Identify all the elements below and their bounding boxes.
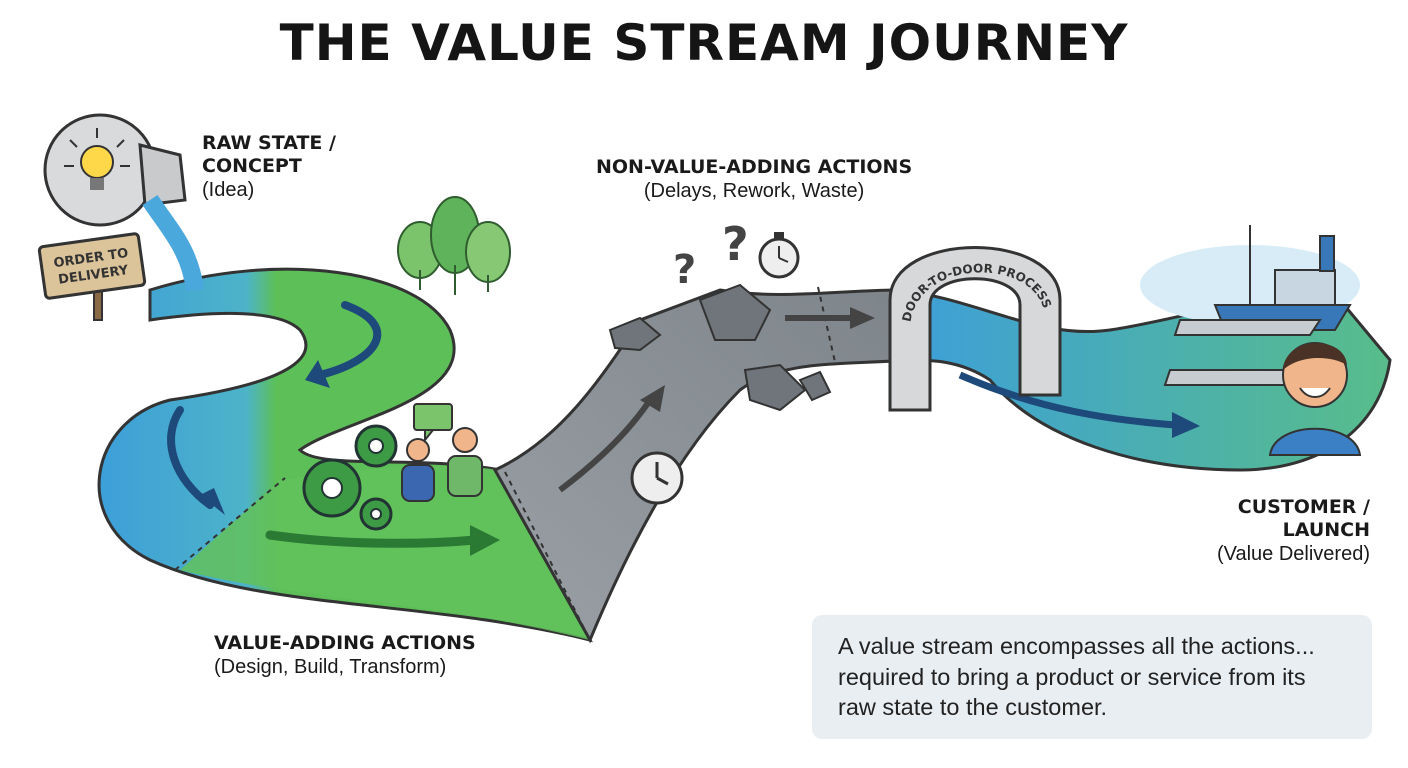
- flow-arrow-icon: [167, 301, 382, 509]
- stage-raw-heading-1: RAW STATE /: [202, 132, 336, 154]
- customer-avatar-icon: [1268, 342, 1362, 456]
- note-line-2: required to bring a product or service f…: [838, 663, 1306, 690]
- stopwatch-icon: [758, 232, 800, 279]
- stage-customer-heading-2: LAUNCH: [1282, 518, 1370, 541]
- river-green-field: [180, 465, 590, 640]
- stage-non-value-heading: NON-VALUE-ADDING ACTIONS: [596, 156, 913, 178]
- flow-arrow-icon: [200, 488, 225, 515]
- flow-arrow-icon: [305, 360, 330, 388]
- flow-arrow-icon: [558, 398, 653, 493]
- divider-3: [817, 286, 836, 363]
- stage-raw-sub: (Idea): [202, 178, 255, 201]
- stage-raw-heading-2: CONCEPT: [202, 154, 302, 177]
- clock-icon: [630, 451, 684, 505]
- stage-customer-label: CUSTOMER / LAUNCH (Value Delivered): [1160, 496, 1370, 566]
- divider-2: [504, 471, 591, 641]
- flow-arrow-icon: [265, 530, 480, 548]
- flow-arrow-icon: [640, 385, 665, 412]
- question-mark-icon: ?: [673, 247, 696, 293]
- stage-non-value-sub: (Delays, Rework, Waste): [643, 179, 865, 202]
- note-line-1: A value stream encompasses all the actio…: [838, 633, 1315, 659]
- flow-arrow-icon: [470, 525, 500, 556]
- divider-1: [174, 477, 286, 571]
- flow-arrow-icon: [850, 307, 875, 329]
- person-icon: [447, 427, 483, 497]
- flow-arrow-icon: [1172, 412, 1200, 438]
- rock-icon: [608, 283, 832, 412]
- question-mark-icon: ?: [722, 217, 749, 271]
- dock-icon: [1163, 319, 1322, 386]
- speech-bubble-icon: [413, 403, 453, 443]
- stage-value-sub: (Design, Build, Transform): [214, 655, 447, 678]
- note-line-3: raw state to the customer.: [838, 694, 1108, 721]
- stage-raw-label: RAW STATE / CONCEPT (Idea): [202, 132, 336, 202]
- person-icon: [401, 438, 435, 502]
- definition-note: A value stream encompasses all the actio…: [812, 615, 1372, 739]
- ship-icon: [1140, 225, 1360, 331]
- stage-non-value-label: NON-VALUE-ADDING ACTIONS (Delays, Rework…: [596, 156, 912, 203]
- gear-icon: [302, 424, 398, 531]
- stage-customer-heading-1: CUSTOMER /: [1237, 496, 1370, 518]
- stage-customer-sub: (Value Delivered): [1216, 542, 1370, 565]
- stage-value-heading: VALUE-ADDING ACTIONS: [214, 632, 476, 654]
- lightbulb-icon: [64, 128, 130, 190]
- flow-arrow-icon: [958, 371, 1176, 429]
- page-title: THE VALUE STREAM JOURNEY: [279, 14, 1129, 72]
- stage-value-label: VALUE-ADDING ACTIONS (Design, Build, Tra…: [214, 632, 476, 679]
- tree-icon: [397, 196, 511, 295]
- signpost: ORDER TO DELIVERY: [37, 232, 147, 321]
